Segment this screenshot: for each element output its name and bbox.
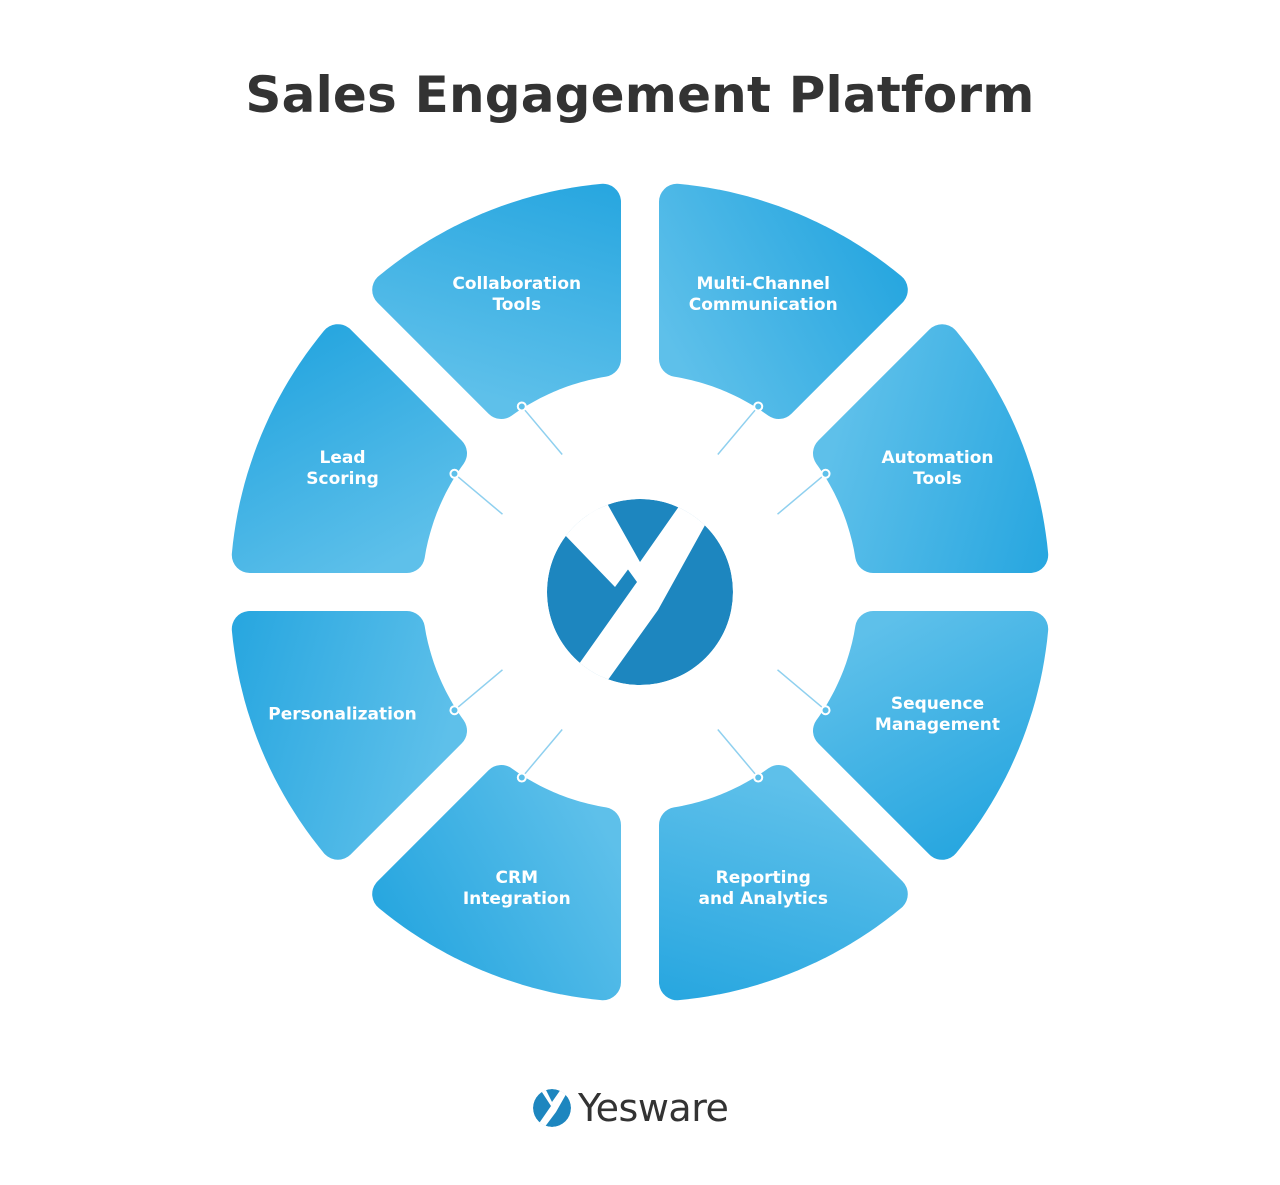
connector-dot-icon	[449, 468, 460, 479]
connector-dot-icon	[449, 705, 460, 716]
connector-dot-icon	[753, 772, 764, 783]
segment-label-line: Personalization	[268, 704, 417, 725]
segment-collaboration-tools	[372, 183, 621, 419]
connector-line	[717, 405, 759, 455]
segment-lead-scoring	[231, 324, 467, 573]
segment-label-line: Multi-Channel	[696, 273, 830, 294]
connector-dot-icon	[820, 705, 831, 716]
segment-label-line: Automation	[881, 447, 994, 468]
segment-label-line: Tools	[913, 468, 962, 489]
connector-dot-icon	[516, 401, 527, 412]
segment-label-line: Collaboration	[452, 273, 582, 294]
connector-line	[453, 669, 503, 711]
segment-label-line: Management	[874, 715, 1001, 736]
yesware-logo-icon	[533, 1089, 571, 1127]
footer-brand: Yesware	[532, 1086, 729, 1130]
yesware-y-logo-icon	[547, 499, 733, 685]
segment-crm-integration	[372, 765, 621, 1001]
segment-reporting-and-analytics	[659, 765, 908, 1001]
connector-line	[777, 473, 827, 515]
connector-dot-icon	[753, 401, 764, 412]
segment-label-line: Tools	[492, 294, 542, 315]
connector-dot-icon	[820, 468, 831, 479]
connector-dot-icon	[516, 772, 527, 783]
connector-line	[717, 729, 759, 779]
connector-line	[453, 473, 503, 515]
segment-sequence-management	[813, 611, 1049, 860]
segment-multi-channel-communication	[659, 183, 908, 419]
segment-label-personalization: Personalization	[243, 705, 443, 726]
connector-line	[777, 669, 827, 711]
segment-label-line: Scoring	[306, 468, 379, 489]
segment-personalization	[231, 611, 467, 860]
segment-label-line: and Analytics	[698, 889, 828, 910]
page-title: Sales Engagement Platform	[245, 66, 1035, 124]
segment-label-line: Integration	[462, 889, 571, 910]
segment-label-line: Communication	[688, 294, 838, 315]
connector-line	[521, 729, 563, 779]
segment-label-line: CRM	[495, 868, 538, 889]
segment-label-line: Lead	[319, 447, 366, 468]
segment-label-line: Reporting	[715, 868, 811, 889]
brand-name: Yesware	[578, 1086, 729, 1130]
segment-automation-tools	[813, 324, 1049, 573]
connector-line	[521, 405, 563, 455]
segment-label-line: Sequence	[890, 694, 985, 715]
